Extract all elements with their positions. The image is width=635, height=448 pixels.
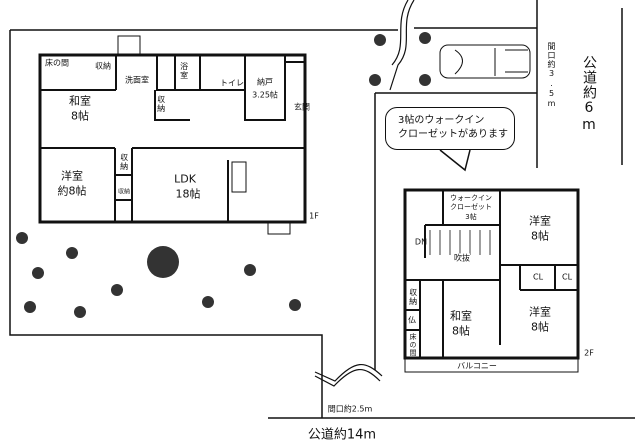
callout-bubble: 3帖のウォークイン クローゼットがあります bbox=[385, 107, 515, 150]
japanese-room-1f-label: 和室 bbox=[69, 94, 91, 108]
cl-b-label: CL bbox=[561, 272, 573, 282]
frontage-east-label: 間口約3.5m bbox=[547, 42, 556, 109]
toilet-label: トイレ bbox=[220, 78, 244, 88]
western-room-2f-b-size: 8帖 bbox=[531, 320, 549, 334]
bath-label: 浴室 bbox=[179, 62, 189, 80]
ldk-size: 18帖 bbox=[175, 187, 201, 201]
altar-label: 仏 bbox=[408, 315, 416, 325]
japanese-room-1f-size: 8帖 bbox=[71, 109, 89, 123]
site-boundary bbox=[9, 0, 635, 419]
down-label: DN bbox=[414, 237, 428, 247]
void-label: 吹抜 bbox=[454, 253, 470, 263]
ldk-label: LDK bbox=[174, 172, 196, 186]
callout-line2: クローゼットがあります bbox=[398, 129, 508, 140]
tokonoma-2f-label: 床の間 bbox=[409, 333, 418, 357]
balcony-label: バルコニー bbox=[457, 361, 497, 371]
storage-1f-c-label: 収納 bbox=[117, 188, 131, 196]
tree-icons bbox=[16, 32, 431, 318]
japanese-room-2f-label: 和室 bbox=[450, 309, 472, 323]
western-room-1f-size: 約8帖 bbox=[57, 184, 87, 198]
frontage-south-label: 間口約2.5m bbox=[327, 404, 373, 414]
western-room-1f-label: 洋室 bbox=[61, 169, 83, 183]
tokonoma-1f-label: 床の間 bbox=[45, 58, 69, 68]
western-room-2f-a-label: 洋室 bbox=[529, 214, 551, 228]
car-icon bbox=[439, 44, 531, 79]
entrance-label: 玄関 bbox=[294, 102, 310, 112]
callout-tail bbox=[439, 149, 471, 172]
storage-1f-a-label: 収納 bbox=[95, 61, 111, 71]
walkin-label2: クローゼット bbox=[450, 202, 492, 211]
western-room-2f-a-size: 8帖 bbox=[531, 229, 549, 243]
walkin-label: ウォークイン bbox=[450, 193, 492, 202]
storeroom-label: 納戸 bbox=[257, 77, 273, 87]
callout-line1: 3帖のウォークイン bbox=[398, 115, 485, 126]
first-floor-walls bbox=[38, 35, 307, 235]
cl-a-label: CL bbox=[532, 272, 544, 282]
storage-2f-label: 収納 bbox=[408, 288, 418, 306]
storeroom-size: 3.25帖 bbox=[252, 90, 278, 100]
walkin-size: 3帖 bbox=[465, 212, 477, 221]
floor-2f-label: 2F bbox=[584, 348, 594, 358]
floor-1f-label: 1F bbox=[309, 211, 319, 221]
road-east-label: 公道約6m bbox=[581, 55, 597, 134]
storage-stairs-label: 収納 bbox=[156, 95, 166, 113]
washroom-label: 洗面室 bbox=[125, 75, 149, 85]
western-room-2f-b-label: 洋室 bbox=[529, 305, 551, 319]
road-south-label: 公道約14m bbox=[307, 427, 377, 443]
japanese-room-2f-size: 8帖 bbox=[452, 324, 470, 338]
second-floor-walls bbox=[403, 188, 580, 373]
storage-1f-b-label: 収納 bbox=[119, 153, 129, 171]
